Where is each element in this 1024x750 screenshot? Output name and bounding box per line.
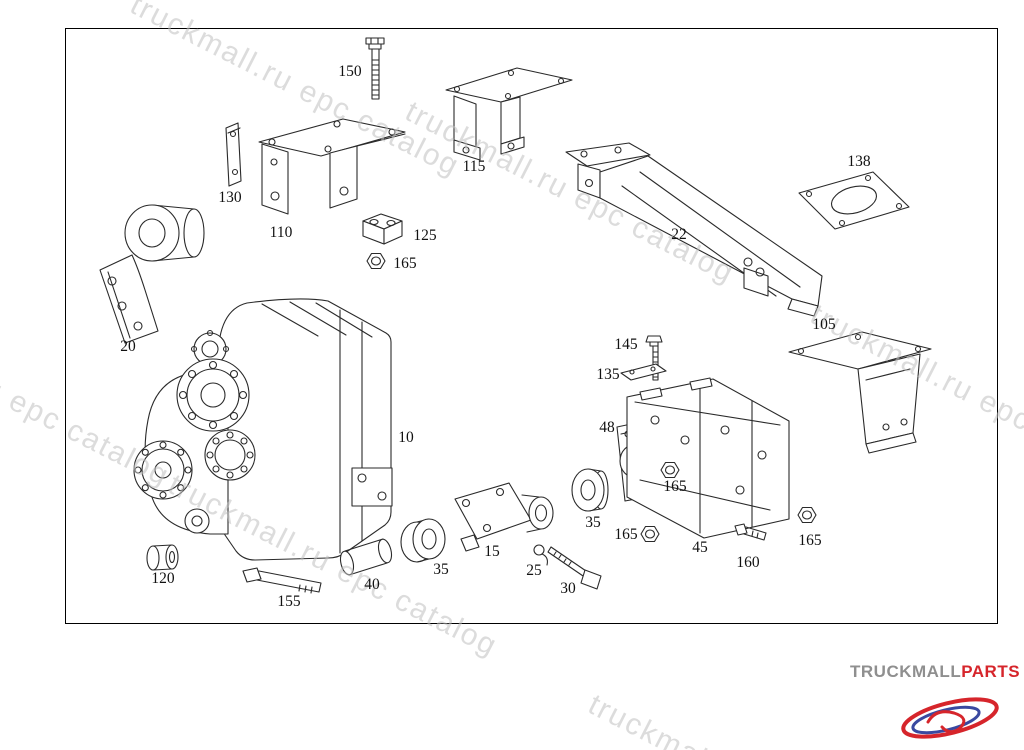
- part-label-35-2: 35: [433, 561, 449, 578]
- part-40-spacer-drawing: [339, 538, 393, 576]
- part-label-138: 138: [847, 153, 871, 170]
- part-125-block-drawing: [362, 213, 403, 245]
- part-110-bracket-drawing: [258, 118, 406, 215]
- part-label-30: 30: [560, 580, 576, 597]
- brand-logo: TRUCKMALLPARTS: [850, 662, 1021, 682]
- part-label-110: 110: [269, 224, 293, 241]
- part-label-105: 105: [812, 316, 836, 333]
- part-138-gasket-drawing: [798, 171, 910, 230]
- part-label-120: 120: [151, 570, 175, 587]
- part-15-bracket-drawing: [454, 482, 554, 552]
- part-label-165-3: 165: [614, 526, 638, 543]
- part-30-bolt-drawing: [547, 546, 602, 590]
- part-10-housing-drawing: [133, 298, 393, 561]
- part-150-bolt-drawing: [365, 37, 385, 100]
- diagram-border: [65, 28, 998, 624]
- part-label-20: 20: [120, 338, 136, 355]
- part-label-10: 10: [398, 429, 414, 446]
- logo-truckmall-text: TRUCKMALL: [850, 662, 962, 681]
- part-20-support-arm-drawing: [99, 204, 205, 344]
- part-165-nut-drawing: [366, 252, 386, 270]
- part-120-bushing-drawing: [146, 544, 179, 571]
- part-label-45: 45: [692, 539, 708, 556]
- part-label-130: 130: [218, 189, 242, 206]
- part-115-bracket-drawing: [445, 67, 573, 161]
- part-label-115: 115: [462, 158, 486, 175]
- part-25-clip-drawing: [533, 544, 548, 566]
- part-label-40: 40: [364, 576, 380, 593]
- part-155-bolt-drawing: [242, 567, 322, 594]
- part-160-bolt-drawing: [734, 523, 767, 541]
- part-label-145: 145: [614, 336, 638, 353]
- part-135-shim-drawing: [620, 363, 667, 381]
- part-105-bracket-drawing: [788, 331, 932, 454]
- part-130-plate-drawing: [225, 122, 242, 187]
- part-label-35-1: 35: [585, 514, 601, 531]
- part-label-48: 48: [599, 419, 615, 436]
- part-label-165-2: 165: [663, 478, 687, 495]
- part-165-nut-drawing: [797, 506, 817, 524]
- part-label-155: 155: [277, 593, 301, 610]
- logo-parts-text: PARTS: [961, 662, 1021, 681]
- part-label-165-4: 165: [798, 532, 822, 549]
- part-label-165-1: 165: [393, 255, 417, 272]
- part-label-15: 15: [484, 543, 500, 560]
- part-35-ring-drawing: [400, 518, 446, 563]
- logo-swirl-icon: [901, 697, 999, 739]
- part-label-22: 22: [671, 226, 687, 243]
- part-label-125: 125: [413, 227, 437, 244]
- part-label-135: 135: [596, 366, 620, 383]
- part-35-bushing-drawing: [571, 468, 609, 512]
- part-45-bracket-drawing: [626, 377, 790, 539]
- part-165-nut-drawing: [660, 461, 680, 479]
- part-label-150: 150: [338, 63, 362, 80]
- part-165-nut-drawing: [640, 525, 660, 543]
- part-22-crossmember-drawing: [565, 142, 823, 317]
- part-label-25: 25: [526, 562, 542, 579]
- part-label-160: 160: [736, 554, 760, 571]
